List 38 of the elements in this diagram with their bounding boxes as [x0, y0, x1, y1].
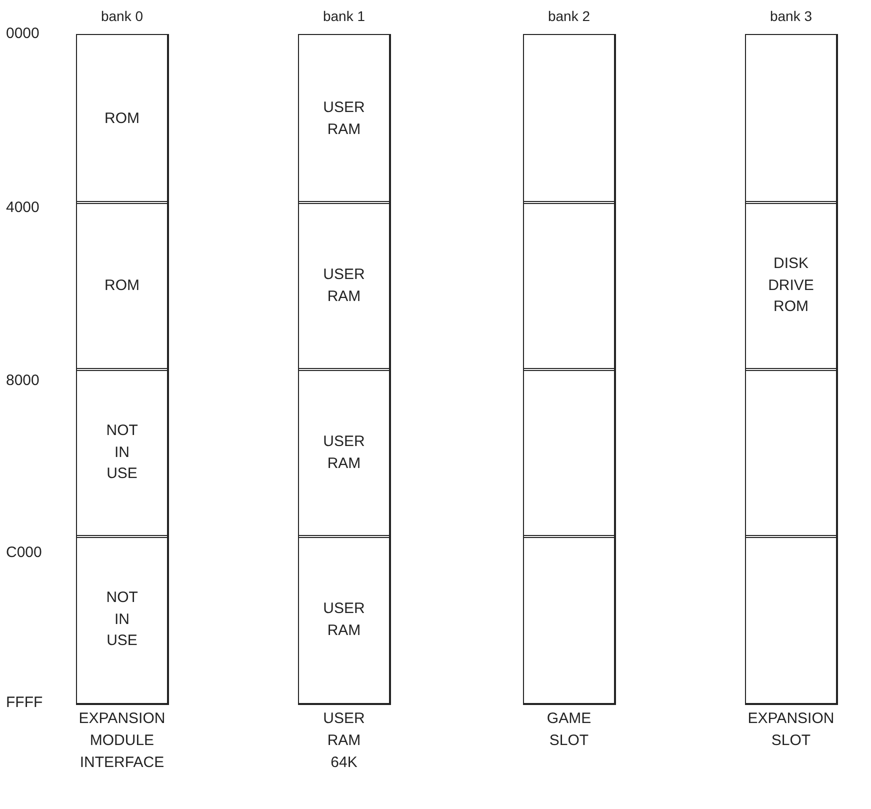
address-label: C000 [6, 544, 42, 561]
segment-label: DISK DRIVE ROM [768, 254, 814, 318]
empty-memory-segment [522, 200, 616, 370]
bank-caption: EXPANSION MODULE INTERFACE [78, 709, 166, 772]
memory-segment [298, 34, 390, 204]
segment-label: ROM [104, 108, 140, 129]
memory-segment [76, 34, 168, 204]
segment-label: USER RAM [323, 432, 365, 474]
bank-heading: bank 1 [322, 8, 366, 24]
bank-heading: bank 0 [100, 8, 144, 24]
address-label: FFFF [6, 694, 43, 711]
bank-caption: USER RAM 64K [323, 709, 365, 772]
memory-segment [298, 200, 390, 370]
empty-memory-segment [744, 34, 838, 204]
empty-memory-segment [744, 368, 838, 538]
memory-segment [76, 200, 168, 370]
segment-label: NOT IN USE [106, 588, 138, 652]
segment-label: USER RAM [323, 264, 365, 306]
memory-segment [76, 368, 168, 538]
bank-heading: bank 3 [768, 8, 814, 24]
memory-segment [76, 534, 168, 704]
memory-segment [298, 368, 390, 538]
empty-memory-segment [522, 368, 616, 538]
segment-label: USER RAM [323, 98, 365, 140]
segment-label: USER RAM [323, 598, 365, 640]
bank-caption: EXPANSION SLOT [748, 709, 834, 751]
address-label: 8000 [6, 372, 40, 389]
bank-caption: GAME SLOT [546, 709, 592, 751]
empty-memory-segment [744, 534, 838, 704]
empty-memory-segment [522, 34, 616, 204]
memory-segment [298, 534, 390, 704]
memory-segment [744, 200, 838, 370]
empty-memory-segment [522, 534, 616, 704]
segment-label: NOT IN USE [106, 420, 138, 484]
bank-heading: bank 2 [546, 8, 592, 24]
address-label: 0000 [6, 25, 40, 42]
segment-label: ROM [104, 276, 140, 296]
address-label: 4000 [6, 199, 40, 216]
